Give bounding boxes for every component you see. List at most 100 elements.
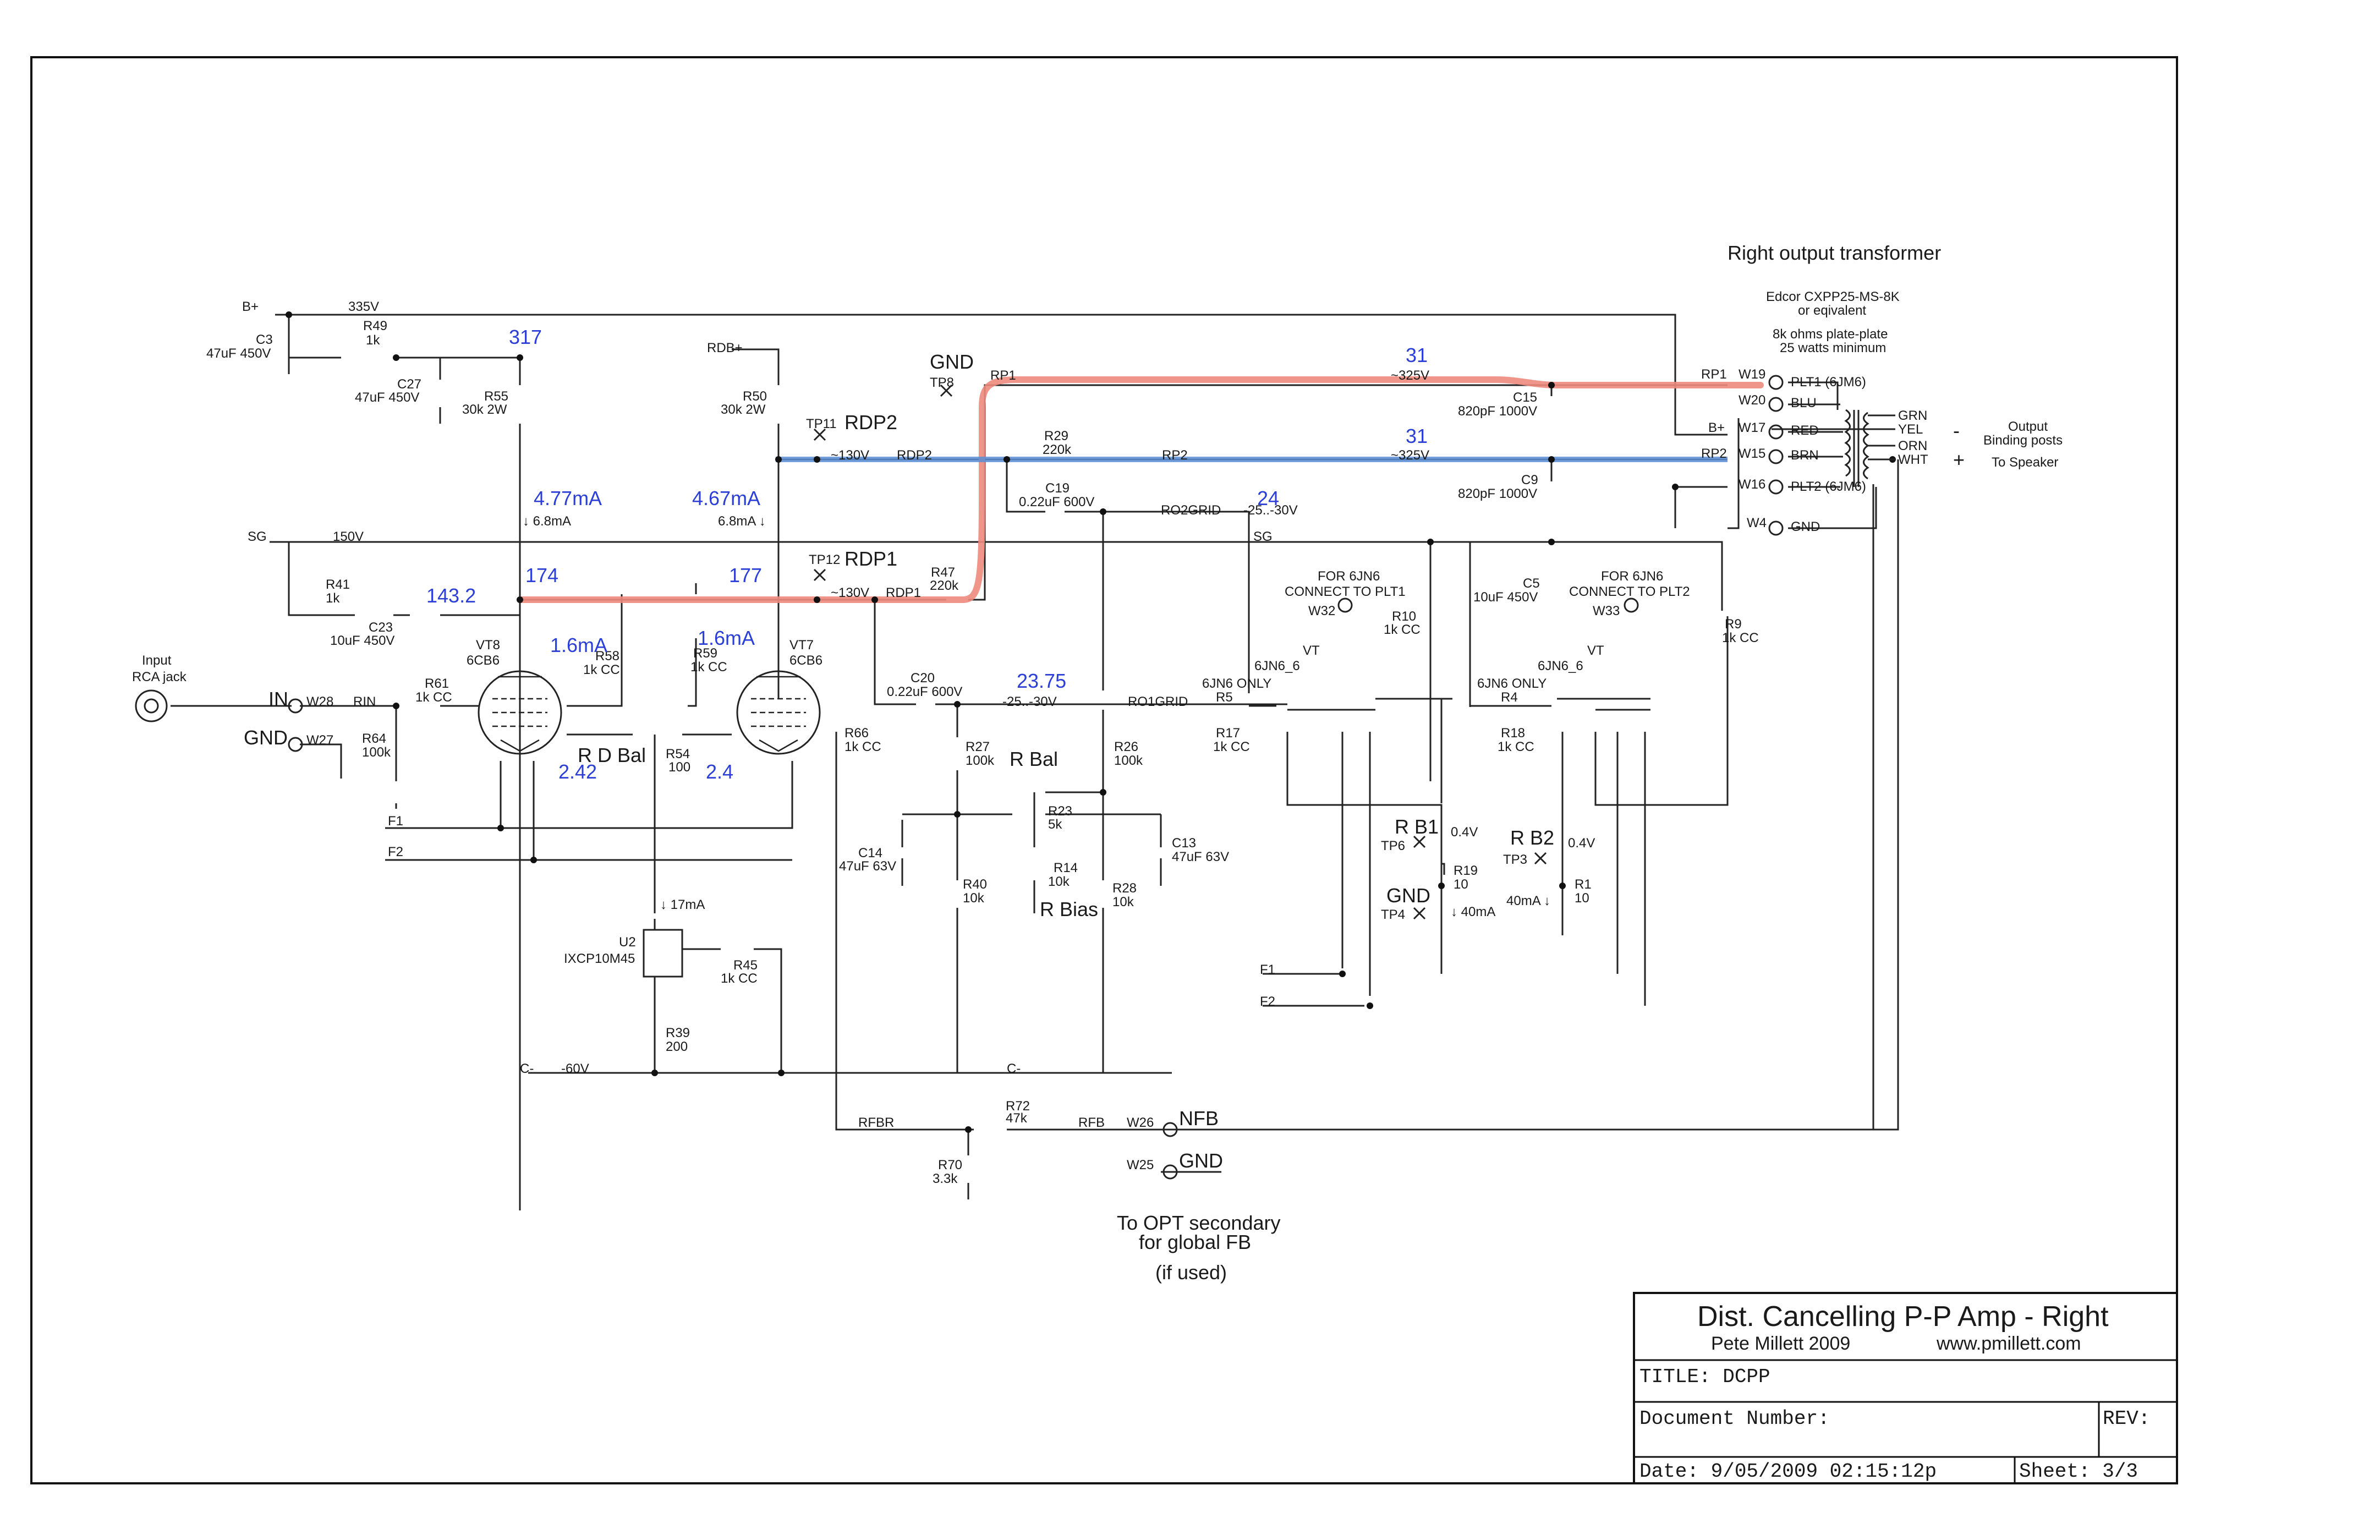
6jn6only-a-label: 6JN6 ONLY	[1202, 676, 1271, 691]
in-label: IN	[268, 688, 288, 710]
r55-val: 30k 2W	[462, 402, 507, 417]
r41-ref: R41	[326, 577, 350, 592]
r45-val: 1k CC	[721, 971, 758, 986]
r29-val: 220k	[1043, 442, 1072, 457]
r28-val: 10k	[1112, 895, 1134, 909]
r18-ref: R18	[1501, 726, 1525, 741]
c20-val: 0.22uF 600V	[887, 684, 962, 699]
r26-ref: R26	[1114, 739, 1138, 754]
r55-ref: R55	[484, 389, 508, 404]
f1b-label: F1	[1260, 962, 1275, 977]
transformer-heading: Right output transformer	[1728, 242, 1941, 264]
c9-ref: C9	[1521, 473, 1538, 487]
wire-w19: W19	[1739, 367, 1765, 382]
gnd-fb-label: GND	[1179, 1149, 1223, 1172]
rdp1-label: RDP1	[844, 547, 897, 570]
c23-ref: C23	[369, 620, 393, 635]
annot-31b: 31	[1406, 425, 1428, 447]
date-field: Date: 9/05/2009 02:15:12p	[1639, 1460, 1937, 1483]
annot-16ma-b: 1.6mA	[698, 627, 755, 649]
c27-ref: C27	[397, 377, 421, 392]
annot-1432: 143.2	[426, 584, 476, 607]
r14-ref: R14	[1054, 861, 1078, 875]
wire-w15: W15	[1739, 446, 1765, 461]
r27-val: 100k	[966, 753, 995, 768]
annot-317: 317	[509, 326, 542, 348]
annot-31a: 31	[1406, 344, 1428, 366]
connect-plt1-label: CONNECT TO PLT1	[1285, 584, 1406, 599]
w27-label: W27	[306, 733, 333, 748]
c20-ref: C20	[911, 671, 935, 686]
vt7-type-label: 6CB6	[789, 653, 822, 668]
connect-plt2-label: CONNECT TO PLT2	[1569, 584, 1690, 599]
tp8-label: TP8	[930, 375, 954, 390]
rdp2-net-label: RDP2	[897, 448, 932, 463]
c15-ref: C15	[1513, 390, 1537, 405]
vt7-label: VT7	[789, 638, 814, 653]
rbias-label: R Bias	[1040, 898, 1098, 920]
r17-ref: R17	[1216, 726, 1240, 741]
r10-val: 1k CC	[1384, 622, 1421, 637]
r23-ref: R23	[1048, 804, 1072, 819]
annot-477ma: 4.77mA	[534, 487, 602, 509]
ro1grid-label: RO1GRID	[1128, 694, 1188, 709]
r40-ref: R40	[963, 877, 987, 892]
for6jn6-2-label: FOR 6JN6	[1601, 569, 1663, 584]
transformer-power: 25 watts minimum	[1780, 341, 1886, 355]
r64-val: 100k	[362, 745, 391, 760]
output-label: Output	[2008, 419, 2048, 434]
r72-val: 47k	[1006, 1111, 1028, 1126]
doc-number-field: Document Number:	[1639, 1407, 1830, 1430]
rca-label: RCA jack	[132, 670, 187, 684]
wire-w4: W4	[1747, 516, 1767, 530]
rin-label: RIN	[353, 694, 376, 709]
c5-ref: C5	[1523, 576, 1540, 591]
c13-ref: C13	[1172, 836, 1196, 851]
tp6-label: TP6	[1381, 838, 1405, 853]
sheet-field: Sheet: 3/3	[2019, 1460, 2138, 1483]
r19-val: 10	[1454, 877, 1468, 892]
r41-val: 1k	[326, 591, 340, 606]
r39-val: 200	[666, 1039, 688, 1054]
minus-sign: -	[1953, 419, 1960, 442]
325v-b-label: ~325V	[1391, 448, 1429, 463]
tp11-label: TP11	[806, 416, 837, 431]
c15-val: 820pF 1000V	[1458, 404, 1537, 419]
gnd-in-label: GND	[244, 726, 288, 749]
c14-val: 47uF 63V	[839, 859, 896, 874]
r50-ref: R50	[743, 389, 767, 404]
global-fb-label: for global FB	[1139, 1231, 1251, 1253]
u2-label: U2	[619, 935, 636, 950]
rb2-label: R B2	[1510, 826, 1554, 849]
sec-yel: YEL	[1898, 422, 1923, 437]
ro2grid-label: RO2GRID	[1161, 503, 1221, 518]
wire-w16: W16	[1739, 477, 1765, 492]
r49-ref: R49	[363, 319, 387, 333]
325v-a-label: ~325V	[1391, 368, 1429, 383]
r9-ref: R9	[1725, 617, 1742, 632]
rp1-highlight	[517, 376, 1764, 603]
r54-ref: R54	[666, 747, 690, 761]
c23-val: 10uF 450V	[330, 633, 394, 648]
vt-a-label: VT	[1303, 643, 1320, 658]
rp1-label: RP1	[990, 368, 1016, 383]
transformer-equiv: or eqivalent	[1798, 303, 1866, 318]
6jn6-b-label: 6JN6_6	[1538, 659, 1583, 673]
w25-label: W25	[1127, 1158, 1154, 1172]
cminus-label: C-	[520, 1061, 534, 1076]
vt8-label: VT8	[476, 638, 500, 653]
68ma-a-label: ↓ 6.8mA	[523, 514, 571, 529]
net-labels: B+ 335V SG 150V RDB+ GND TP8 TP11 RDP2 T…	[132, 299, 1690, 1284]
r5-ref: R5	[1216, 690, 1233, 705]
17ma-label: ↓ 17mA	[660, 897, 705, 912]
r39-ref: R39	[666, 1026, 690, 1040]
r49-val: 1k	[366, 333, 380, 348]
pin-red: RED	[1791, 423, 1819, 438]
c3-val: 47uF 450V	[206, 346, 271, 361]
r1-val: 10	[1575, 891, 1589, 906]
c14-ref: C14	[858, 846, 882, 861]
r17-val: 1k CC	[1213, 739, 1250, 754]
f2-label: F2	[388, 845, 403, 859]
r45-ref: R45	[733, 958, 758, 973]
annot-24b: 24	[1257, 487, 1279, 509]
